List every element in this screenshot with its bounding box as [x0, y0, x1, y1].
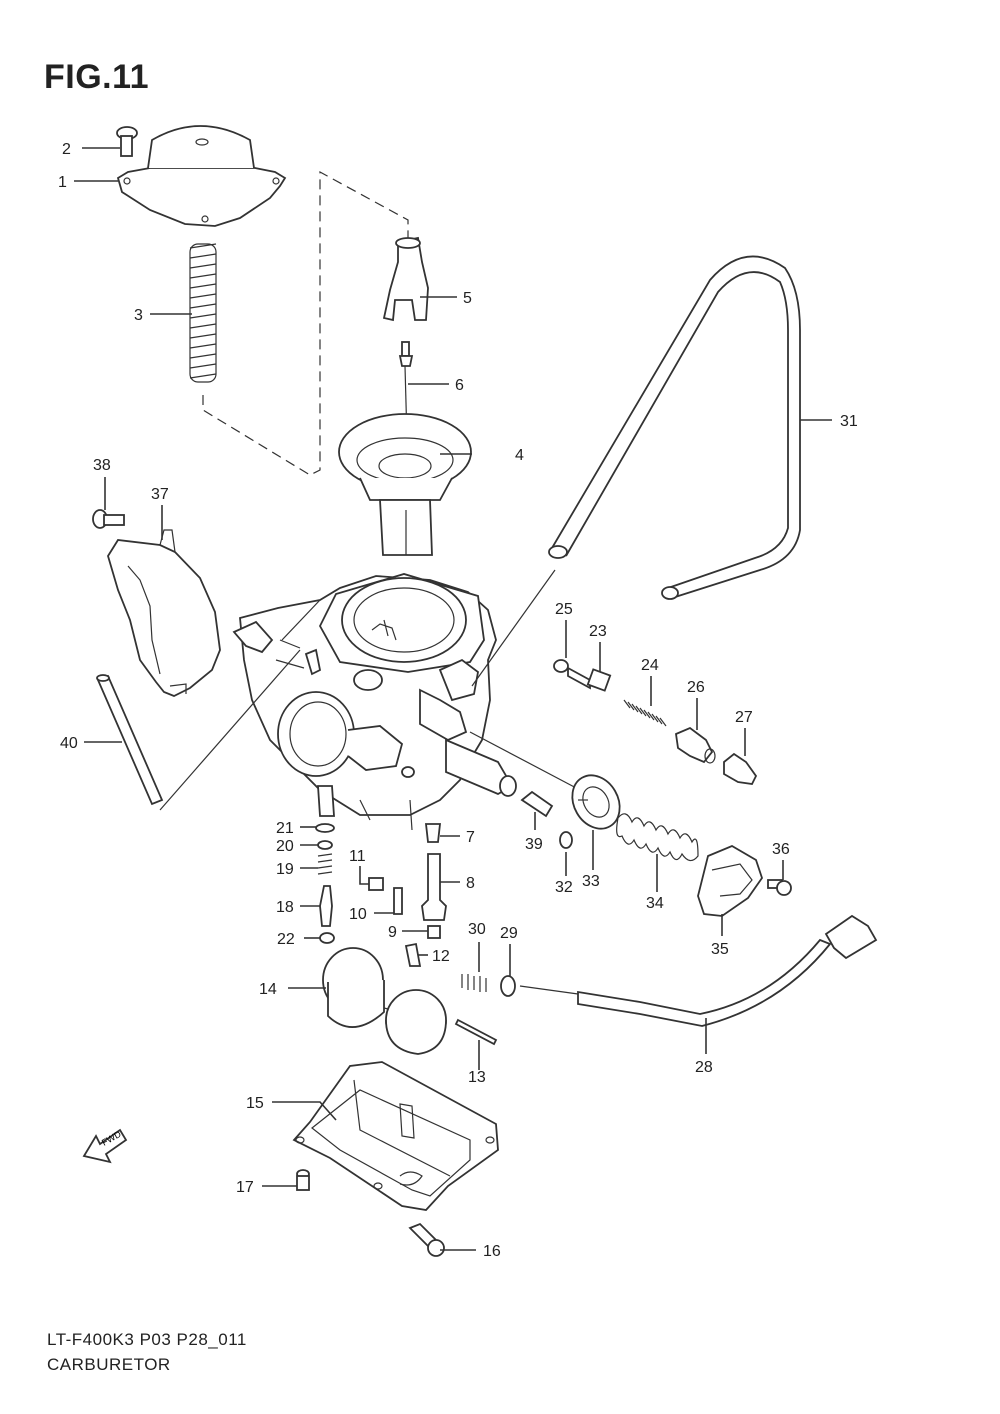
callout-13: 13: [468, 1069, 486, 1086]
callout-28: 28: [695, 1059, 713, 1076]
part-16-drain-screw: [408, 1222, 445, 1257]
callout-36: 36: [772, 841, 790, 858]
callout-14: 14: [259, 981, 277, 998]
part-40-tube: [96, 674, 164, 806]
callout-23: 23: [589, 623, 607, 640]
part-14-float: [322, 947, 447, 1055]
part-33-diaphragm: [571, 774, 621, 830]
callout-26: 26: [687, 679, 705, 696]
callout-19: 19: [276, 861, 294, 878]
part-28-throttle-cable: [519, 914, 878, 1027]
part-4-diaphragm-piston: [338, 413, 472, 556]
callout-40: 40: [60, 735, 78, 752]
part-11-plug: [368, 877, 384, 891]
part-35-cover: [697, 844, 763, 917]
callout-20: 20: [276, 838, 294, 855]
part-3-spring: [189, 243, 217, 383]
part-26-fitting: [675, 726, 716, 764]
part-6-jet-needle: [398, 341, 414, 441]
callout-10: 10: [349, 906, 367, 923]
part-39-fitting: [520, 790, 554, 818]
callout-15: 15: [246, 1095, 264, 1112]
part-23-pilot-screw: [567, 666, 612, 692]
part-2-screw: [116, 126, 138, 157]
part-10-jet: [393, 887, 403, 915]
part-20-o-ring: [317, 840, 333, 850]
part-36-screw: [767, 879, 792, 896]
callout-29: 29: [500, 925, 518, 942]
callout-17: 17: [236, 1179, 254, 1196]
callout-31: 31: [840, 413, 858, 430]
part-18-pilot-screw: [319, 885, 333, 927]
callout-18: 18: [276, 899, 294, 916]
part-9-jet: [427, 925, 441, 939]
part-37-bracket: [107, 529, 221, 697]
callout-27: 27: [735, 709, 753, 726]
callout-34: 34: [646, 895, 664, 912]
section-name: CARBURETOR: [47, 1355, 171, 1374]
figure-title: FIG.11: [44, 58, 150, 96]
callout-32: 32: [555, 879, 573, 896]
callout-30: 30: [468, 921, 486, 938]
callout-9: 9: [388, 924, 397, 941]
callout-2: 2: [62, 141, 71, 158]
part-7-jet: [424, 823, 442, 843]
part-17-screw: [296, 1169, 310, 1191]
part-22-washer: [319, 932, 335, 944]
part-29-washer: [500, 975, 516, 997]
part-25-o-ring: [553, 659, 569, 673]
part-13-pin: [454, 1018, 498, 1046]
callout-25: 25: [555, 601, 573, 618]
callout-38: 38: [93, 457, 111, 474]
part-24-spring: [623, 699, 667, 727]
part-1-top-cap: [116, 125, 287, 227]
callout-7: 7: [466, 829, 475, 846]
callout-22: 22: [277, 931, 295, 948]
callout-6: 6: [455, 377, 464, 394]
part-21-washer: [315, 823, 335, 833]
callout-11: 11: [349, 848, 366, 865]
part-30-spring: [461, 974, 487, 992]
callout-24: 24: [641, 657, 659, 674]
callout-16: 16: [483, 1243, 501, 1260]
part-31-vent-hose: [548, 255, 801, 600]
part-15-float-bowl: [292, 1061, 499, 1211]
callout-5: 5: [463, 290, 472, 307]
fwd-arrow-icon: FWD: [82, 1129, 128, 1164]
part-19-spring: [317, 853, 333, 875]
callout-39: 39: [525, 836, 543, 853]
part-34-spring: [616, 813, 699, 862]
part-12-needle-valve: [404, 942, 422, 967]
part-27-cap: [723, 752, 758, 785]
part-5-needle-retainer: [382, 236, 429, 322]
callout-3: 3: [134, 307, 143, 324]
callout-21: 21: [276, 820, 294, 837]
callout-35: 35: [711, 941, 729, 958]
carburetor-body: [232, 573, 517, 831]
part-8-emulsion-tube: [421, 853, 447, 921]
callout-4: 4: [515, 447, 524, 464]
part-32-nut: [559, 831, 573, 849]
callout-12: 12: [432, 948, 450, 965]
callout-33: 33: [582, 873, 600, 890]
leader-lines: [74, 147, 832, 1251]
callout-1: 1: [58, 174, 67, 191]
callout-37: 37: [151, 486, 169, 503]
model-code: LT-F400K3 P03 P28_011: [47, 1330, 247, 1349]
callout-8: 8: [466, 875, 475, 892]
part-38-screw: [92, 509, 125, 529]
